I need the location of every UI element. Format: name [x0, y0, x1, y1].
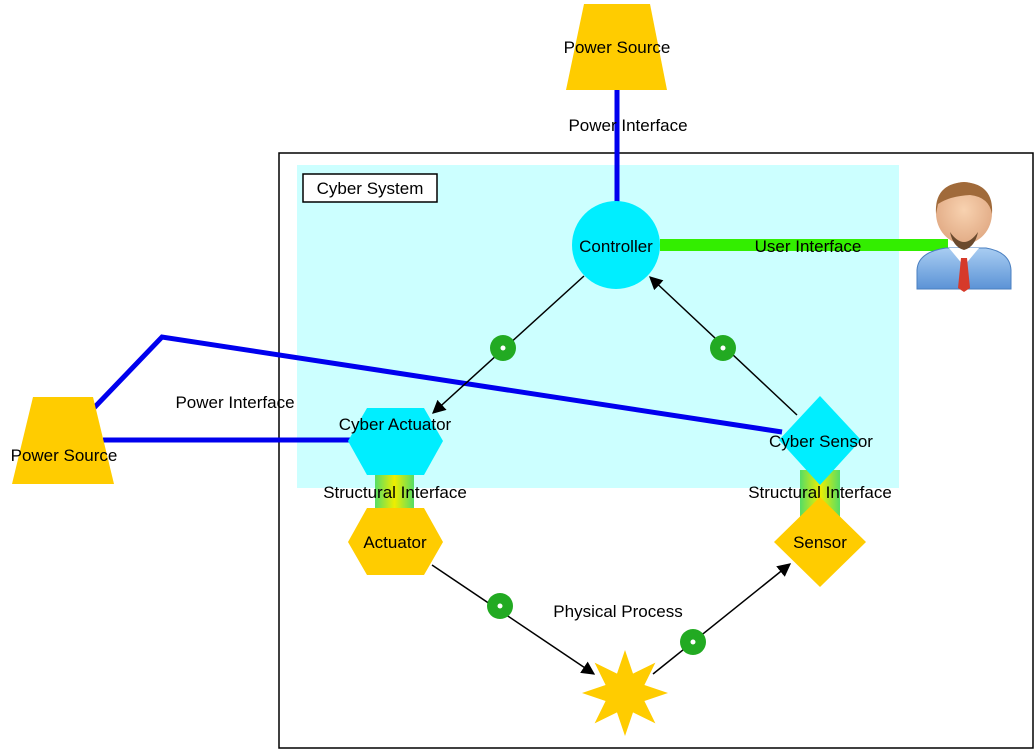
user-interface-label: User Interface: [755, 237, 862, 256]
power-source-top-shape: [566, 4, 667, 90]
physical-process-node: [582, 650, 668, 736]
flow-actuator-to-process: [431, 564, 596, 675]
structural-interface-left-label: Structural Interface: [323, 483, 467, 502]
cyber-system-label: Cyber System: [317, 179, 424, 198]
actuator-label: Actuator: [363, 533, 427, 552]
structural-interface-right-label: Structural Interface: [748, 483, 892, 502]
power-interface-left-label: Power Interface: [175, 393, 294, 412]
flow-process-to-sensor: [652, 563, 792, 675]
physical-process-label: Physical Process: [553, 602, 682, 621]
flow-dot: [487, 593, 513, 619]
controller-label: Controller: [579, 237, 653, 256]
flow-dot: [490, 335, 516, 361]
power-source-top-label: Power Source: [564, 38, 671, 57]
power-source-left-label: Power Source: [11, 446, 118, 465]
actuator-node: [348, 508, 443, 575]
power-line-left-to-sensor: [90, 334, 783, 435]
cyber-sensor-node: [779, 396, 861, 485]
sensor-node: [774, 497, 866, 587]
power-source-left-shape: [12, 397, 114, 484]
flow-dot: [680, 629, 706, 655]
power-interface-top-label: Power Interface: [568, 116, 687, 135]
cyber-actuator-label: Cyber Actuator: [339, 415, 452, 434]
controller-node: [572, 201, 660, 289]
cyber-sensor-label: Cyber Sensor: [769, 432, 873, 451]
cyber-actuator-node: [348, 408, 443, 475]
flow-dot: [710, 335, 736, 361]
cyber-system-label-box: [302, 173, 438, 203]
user-avatar-icon: [916, 182, 1012, 292]
sensor-label: Sensor: [793, 533, 847, 552]
